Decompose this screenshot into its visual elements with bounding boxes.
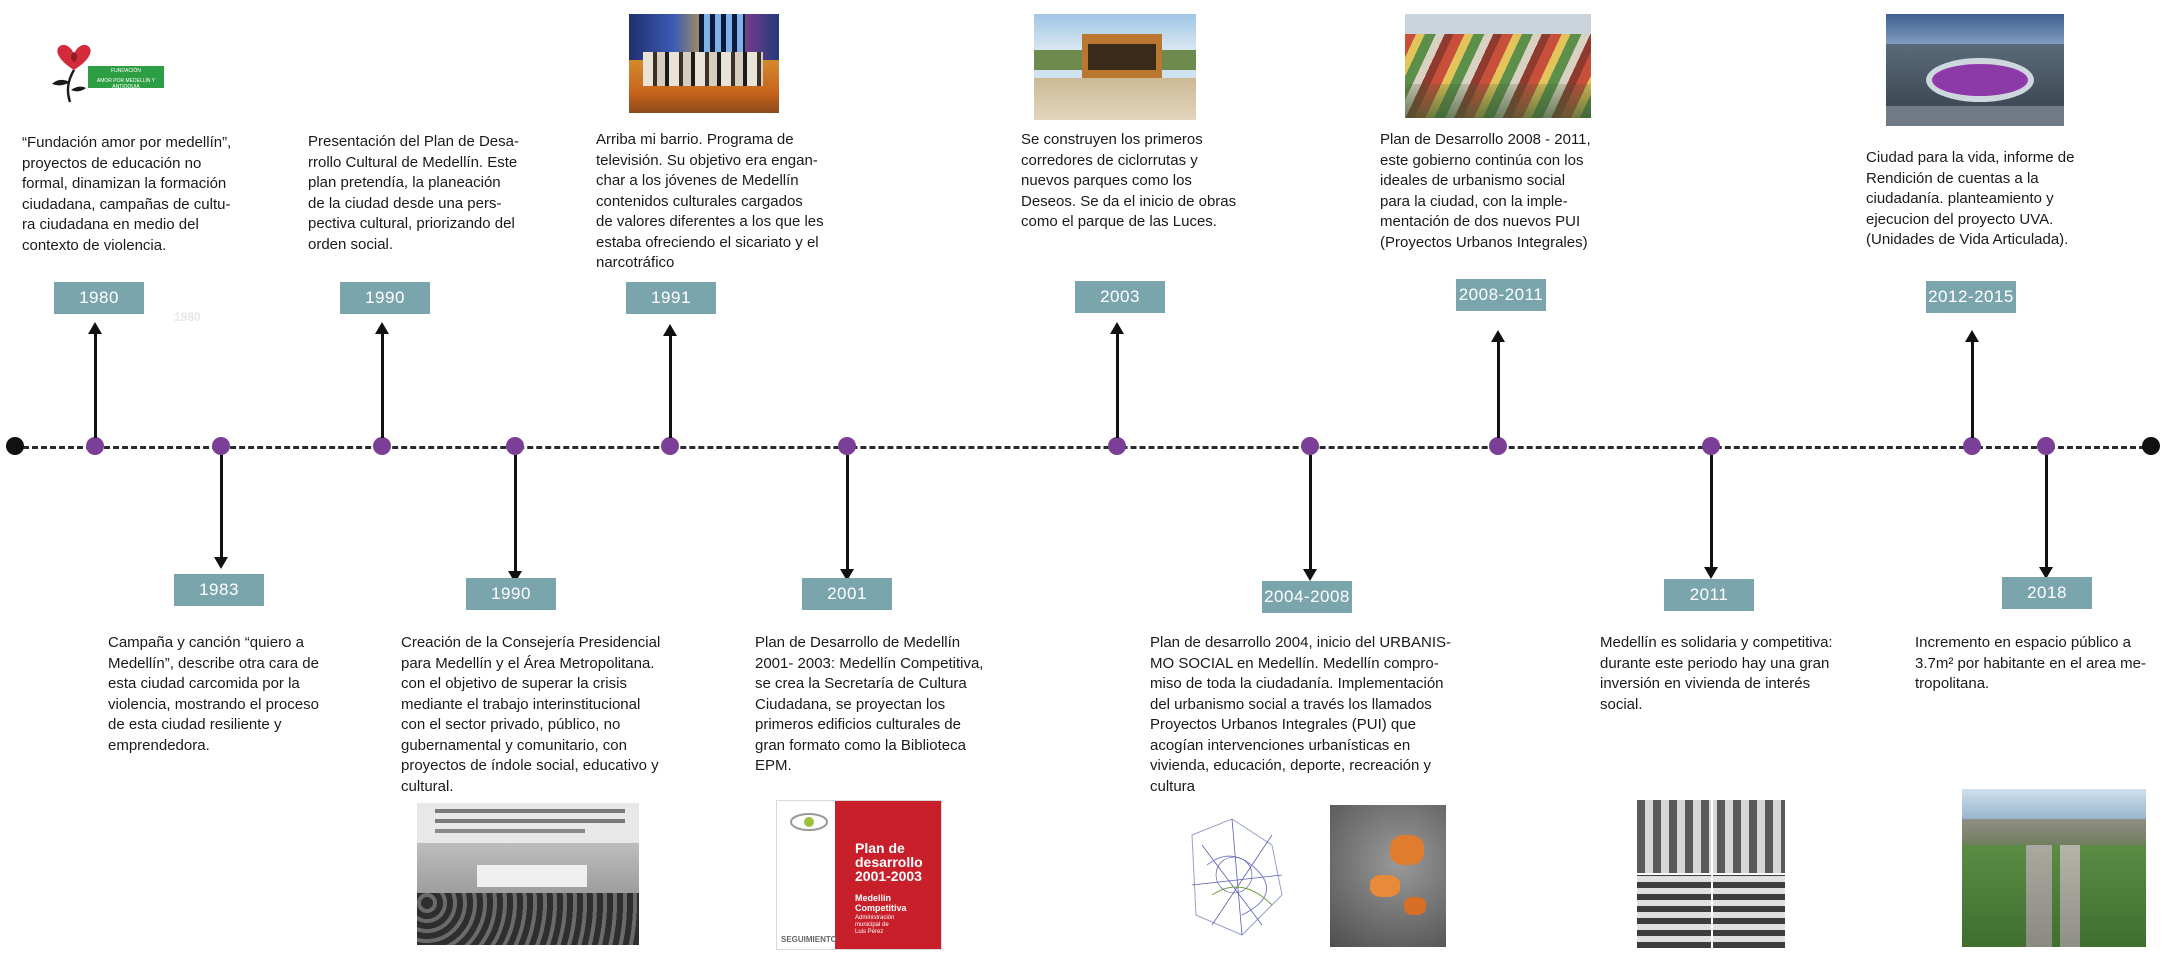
arrow-up-icon (1110, 322, 1124, 334)
conference-photo (417, 803, 639, 945)
node-2008-2011 (1489, 437, 1507, 455)
heart-rose-icon (52, 44, 164, 103)
year-box-1983: 1983 (174, 574, 264, 606)
arrow-down-icon (214, 557, 228, 569)
connector-2001 (845, 455, 849, 571)
park-photo (1034, 14, 1196, 120)
event-text-1991: Arriba mi barrio. Programa de televisión… (596, 131, 824, 271)
book-subtitle: Medellín Competitiva (855, 893, 907, 913)
event-text-1980: “Fundación amor por medellín”, proyectos… (22, 134, 232, 254)
arrow-up-icon (663, 324, 677, 336)
node-1983 (212, 437, 230, 455)
tv-program-photo (629, 14, 779, 113)
connector-2004-2008 (1308, 455, 1312, 571)
event-text-1990-down: Creación de la Consejería Presidencial p… (401, 634, 661, 795)
node-2011 (1702, 437, 1720, 455)
node-1980 (86, 437, 104, 455)
connector-2008-2011 (1496, 342, 1500, 438)
node-2003 (1108, 437, 1126, 455)
event-text-2018: Incremento en espacio público a 3.7m² po… (1915, 634, 2146, 692)
year-box-2012-2015: 2012-2015 (1926, 281, 2016, 313)
year-box-1990-down: 1990 (466, 578, 556, 610)
city-map-photo (1330, 805, 1446, 947)
connector-2012-2015 (1970, 342, 1974, 438)
connector-1983 (219, 455, 223, 557)
hillside-housing-photo (1405, 14, 1591, 118)
event-text-1990-up: Presentación del Plan de Desa- rrollo Cu… (308, 133, 519, 253)
arrow-down-icon (1303, 569, 1317, 581)
arrow-up-icon (375, 322, 389, 334)
arrow-up-icon (1965, 330, 1979, 342)
plan-desarrollo-book: Plan de desarrollo 2001-2003 Medellín Co… (776, 800, 942, 950)
node-2004-2008 (1301, 437, 1319, 455)
event-text-2008-2011: Plan de Desarrollo 2008 - 2011, este gob… (1380, 131, 1591, 251)
book-footer: SEGUIMIENTO (781, 935, 837, 944)
timeline-start-dot (6, 437, 24, 455)
year-box-2018: 2018 (2002, 577, 2092, 609)
pui-map-diagram (1172, 805, 1296, 947)
arrow-down-icon (1704, 567, 1718, 579)
social-housing-photo (1637, 800, 1785, 948)
book-title: Plan de desarrollo 2001-2003 (855, 840, 923, 884)
event-text-2003: Se construyen los primeros corredores de… (1021, 131, 1237, 230)
event-text-1983: Campaña y canción “quiero a Medellín”, d… (108, 634, 319, 754)
faint-year-mark: 1980 (174, 310, 201, 324)
network-map-icon (1191, 818, 1283, 936)
year-box-2003: 2003 (1075, 281, 1165, 313)
timeline-end-dot (2142, 437, 2160, 455)
node-1991 (661, 437, 679, 455)
arrow-up-icon (88, 322, 102, 334)
year-box-2011: 2011 (1664, 579, 1754, 611)
logo-text-2: AMOR POR MEDELLÍN Y ANTIOQUIA (96, 78, 156, 90)
year-box-2001: 2001 (802, 578, 892, 610)
event-text-2012-2015: Ciudad para la vida, informe de Rendició… (1866, 149, 2075, 248)
uva-aerial-photo (1886, 14, 2064, 126)
node-2012-2015 (1963, 437, 1981, 455)
connector-1990-down (513, 455, 517, 573)
event-text-2004-2008: Plan de desarrollo 2004, inicio del URBA… (1150, 634, 1451, 795)
connector-1991 (668, 336, 672, 438)
green-corridor-photo (1962, 789, 2146, 947)
year-box-2008-2011: 2008-2011 (1456, 279, 1546, 311)
connector-2011 (1709, 455, 1713, 569)
year-box-1991: 1991 (626, 282, 716, 314)
arrow-up-icon (1491, 330, 1505, 342)
event-text-2001: Plan de Desarrollo de Medellín 2001- 200… (755, 634, 984, 774)
node-1990-down (506, 437, 524, 455)
year-box-2004-2008: 2004-2008 (1262, 581, 1352, 613)
book-cover: Plan de desarrollo 2001-2003 Medellín Co… (835, 801, 941, 949)
logo-text-1: FUNDACIÓN (111, 68, 141, 74)
connector-1980 (93, 334, 97, 438)
eye-logo-icon (790, 813, 828, 831)
node-1990-up (373, 437, 391, 455)
timeline-axis (14, 446, 2154, 449)
node-2018 (2037, 437, 2055, 455)
year-box-1980: 1980 (54, 282, 144, 314)
year-box-1990-up: 1990 (340, 282, 430, 314)
fundacion-logo: FUNDACIÓN AMOR POR MEDELLÍN Y ANTIOQUIA (44, 14, 168, 108)
book-author: Administración municipal de Luis Pérez (855, 915, 895, 935)
arrow-down-icon (2039, 567, 2053, 579)
event-text-2011: Medellín es solidaria y competitiva: dur… (1600, 634, 1833, 713)
connector-2018 (2044, 455, 2048, 569)
node-2001 (838, 437, 856, 455)
connector-2003 (1115, 334, 1119, 438)
connector-1990-up (380, 334, 384, 438)
